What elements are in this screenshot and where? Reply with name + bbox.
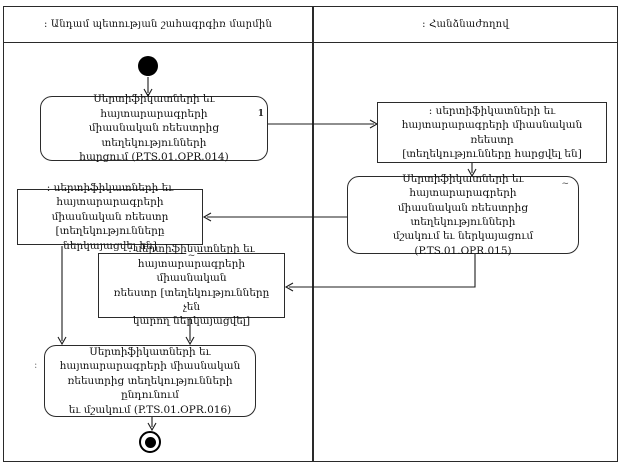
swimlane-header-row: : Անդամ պետության շահագրգիռ մարմին : Հան…	[3, 6, 618, 43]
object-registry-info-not-presentable: ~ : սերտիֆիկատների եւ հայտարարագրերի միա…	[98, 243, 285, 327]
object-registry-info-requested: : սերտիֆիկատների եւ հայտարարագրերի միասն…	[377, 102, 607, 163]
activity-process-and-present-info: ~ Սերտիֆիկատների եւ հայտարարագրերի միասն…	[347, 173, 579, 257]
swimlane-divider	[312, 6, 314, 462]
marker-tilde: ~	[561, 179, 569, 189]
object-registry-info-not-presentable-label: : սերտիֆիկատների եւ հայտարարագրերի միասն…	[113, 243, 270, 328]
object-registry-info-presented: : սերտիֆիկատների եւ հայտարարագրերի միասն…	[17, 182, 203, 252]
object-registry-info-requested-label: : սերտիֆիկատների եւ հայտարարագրերի միասն…	[401, 104, 583, 160]
lane-header-member-state-body: : Անդամ պետության շահագրգիռ մարմին	[3, 6, 313, 42]
object-registry-info-presented-label: : սերտիֆիկատների եւ հայտարարագրերի միասն…	[46, 181, 174, 252]
activity-receive-and-process-info-label: Սերտիֆիկատների եւ հայտարարագրերի միասնակ…	[59, 345, 241, 416]
lane-header-commission: : Հանձնաժողով	[313, 6, 618, 42]
marker-1: 1	[257, 109, 264, 119]
activity-request-info: 1 Սերտիֆիկատների եւ հայտարարագրերի միասն…	[40, 93, 268, 163]
stray-colon-mark: :	[34, 360, 38, 371]
activity-receive-and-process-info: Սերտիֆիկատների եւ հայտարարագրերի միասնակ…	[44, 345, 256, 417]
lane-header-member-state-label: : Անդամ պետության շահագրգիռ մարմին	[43, 18, 273, 30]
lane-header-commission-label: : Հանձնաժողով	[422, 18, 509, 30]
activity-request-info-label: Սերտիֆիկատների եւ հայտարարագրերի միասնակ…	[79, 93, 229, 164]
final-node-inner-dot	[144, 436, 156, 448]
marker-tilde: ~	[185, 251, 198, 261]
activity-process-and-present-info-label: Սերտիֆիկատների եւ հայտարարագրերի միասնակ…	[392, 172, 534, 257]
final-node	[139, 431, 161, 453]
initial-node	[138, 56, 158, 76]
